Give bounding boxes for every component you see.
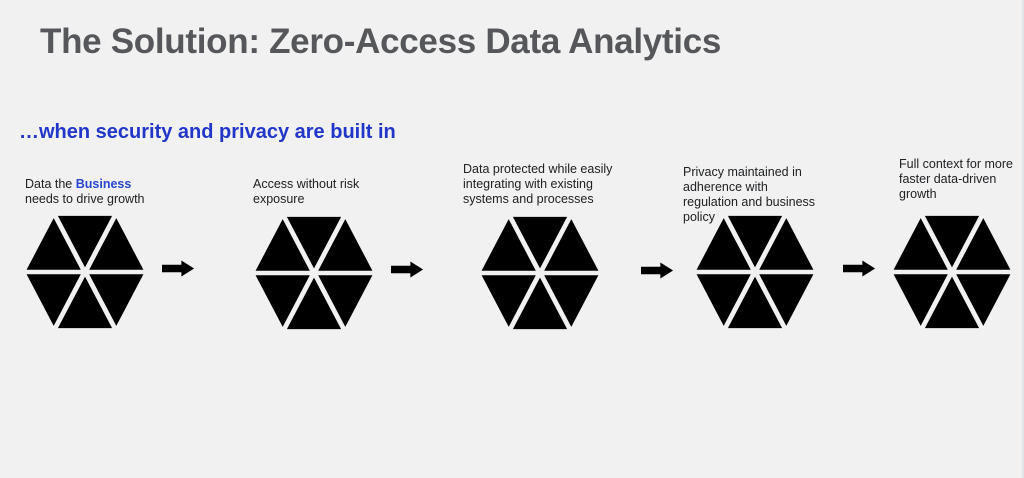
slide-title: The Solution: Zero-Access Data Analytics: [40, 22, 722, 61]
slide-subtitle: …when security and privacy are built in: [19, 121, 396, 143]
hexagon-cluster-icon: [893, 215, 1011, 329]
step-label-5: Full context for more faster data-driven…: [899, 157, 1013, 201]
hexagon-cluster-icon: [255, 216, 373, 330]
step-label-3: Data protected while easily integrating …: [463, 162, 613, 206]
step-label-1-prefix: Data the: [25, 177, 76, 191]
step-label-1-highlight: Business: [75, 177, 132, 191]
step-label-1: Data the Business needs to drive growth: [25, 177, 185, 207]
window-edge-divider: [1022, 0, 1024, 478]
step-label-2: Access without risk exposure: [253, 177, 360, 206]
flow-arrow-icon: [641, 262, 674, 279]
hexagon-cluster-icon: [481, 216, 599, 330]
hexagon-cluster-icon: [696, 215, 814, 329]
flow-arrow-icon: [162, 260, 195, 277]
hexagon-cluster-icon: [26, 215, 144, 329]
flow-arrow-icon: [843, 260, 876, 277]
step-label-4: Privacy maintained in adherence with reg…: [683, 165, 816, 224]
flow-arrow-icon: [391, 261, 424, 278]
step-label-1-suffix: needs to drive growth: [25, 192, 145, 206]
